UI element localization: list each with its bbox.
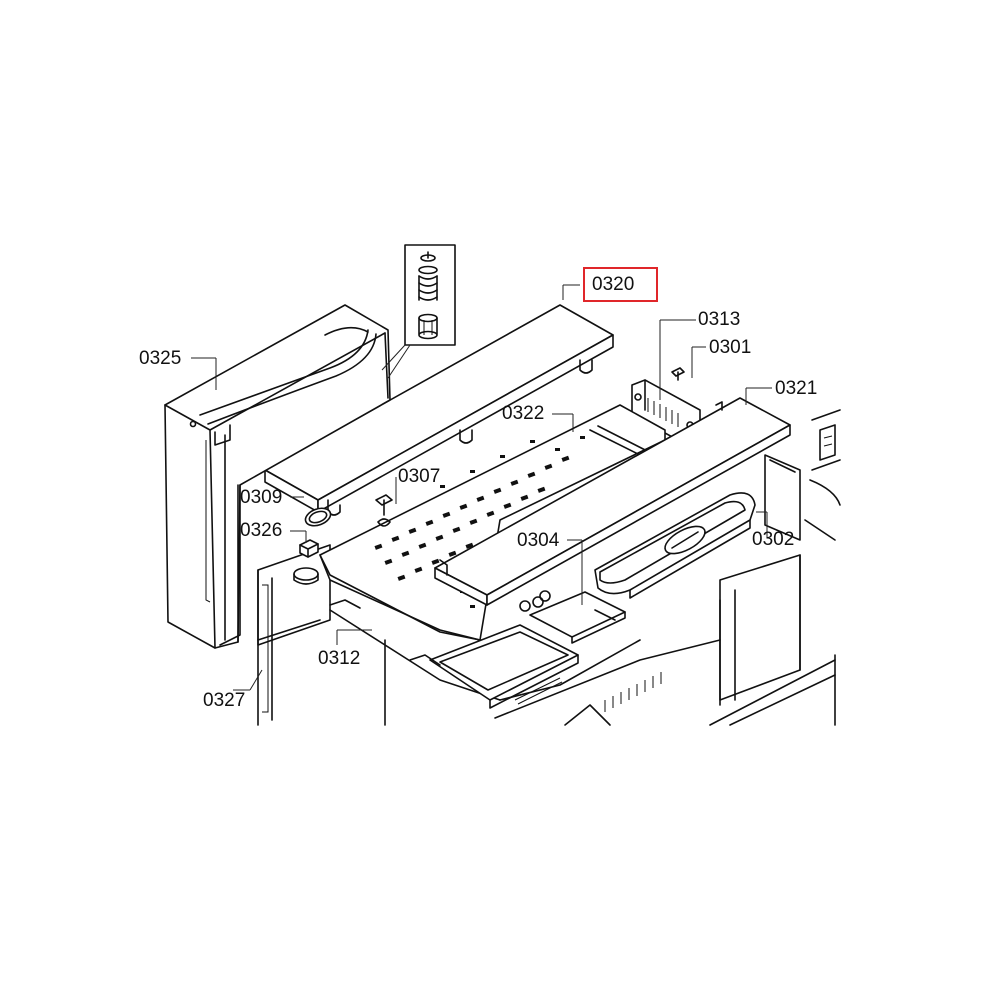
part-label-0309: 0309 (240, 487, 283, 508)
part-label-0312: 0312 (318, 648, 361, 669)
machine-body (257, 409, 841, 726)
part-label-0320: 0320 (592, 274, 635, 295)
part-label-0313: 0313 (698, 309, 741, 330)
part-label-0304: 0304 (517, 530, 560, 551)
leader-lines (191, 284, 772, 691)
screw-0307 (375, 494, 393, 527)
part-label-0322: 0322 (502, 403, 545, 424)
ring-0309 (304, 507, 332, 527)
inset-detail-box (381, 244, 456, 379)
tank-0325 (164, 304, 391, 649)
lid-handle-0302 (594, 492, 756, 599)
pad-0304 (519, 590, 626, 644)
part-label-0301: 0301 (709, 337, 752, 358)
part-label-0302: 0302 (752, 529, 795, 550)
highlight-box (583, 267, 658, 302)
insert-0326 (293, 539, 319, 585)
part-label-0325: 0325 (139, 348, 182, 369)
part-label-0326: 0326 (240, 520, 283, 541)
part-label-0321: 0321 (775, 378, 818, 399)
main-plate-0322 (319, 404, 666, 641)
part-label-0307: 0307 (398, 466, 441, 487)
lower-tray-0312 (329, 599, 579, 709)
part-label-0327: 0327 (203, 690, 246, 711)
cover-0321 (434, 397, 791, 606)
screw-0301 (671, 367, 685, 381)
